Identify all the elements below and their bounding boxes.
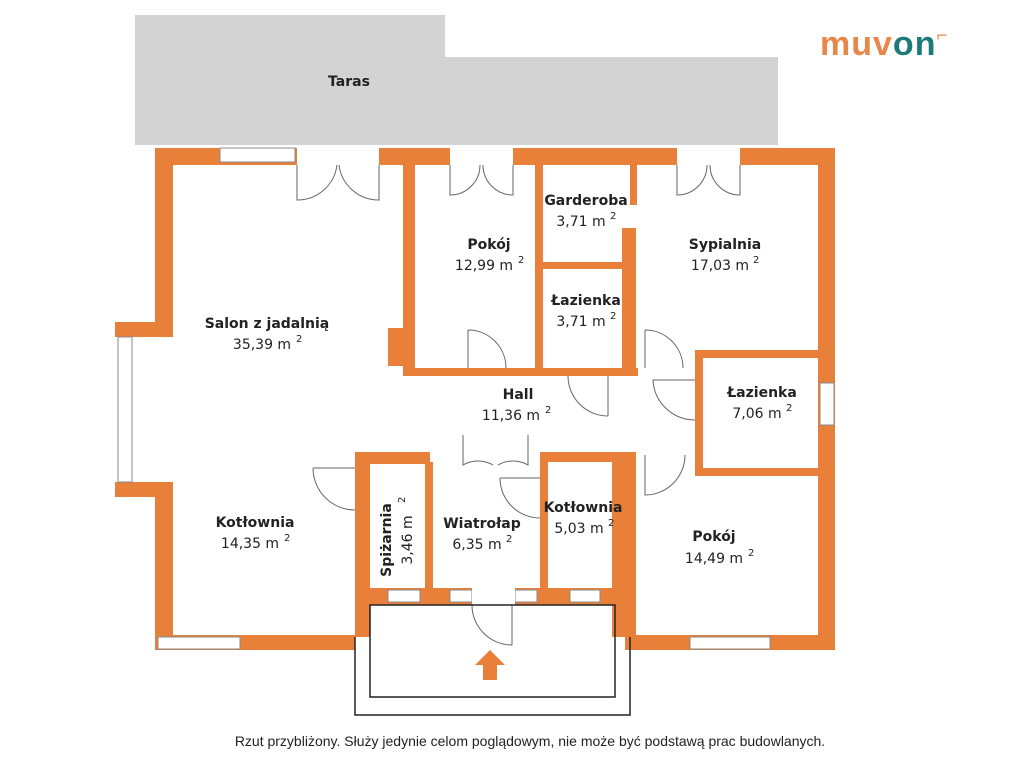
terrace [135, 15, 778, 145]
room-area: 5,03 m [554, 521, 603, 537]
doors [296, 164, 741, 646]
svg-text:2: 2 [545, 405, 551, 416]
room-area: 3,71 m [556, 314, 605, 330]
room-name: Pokój [467, 237, 510, 253]
room-area: 17,03 m [691, 258, 749, 274]
room-area: 7,06 m [732, 406, 781, 422]
room-area: 35,39 m [233, 337, 291, 353]
room-name: Spiżarnia [379, 503, 395, 577]
entrance-arrow-icon [475, 650, 505, 680]
room-name: Taras [328, 74, 370, 90]
room-name: Łazienka [550, 293, 621, 309]
svg-text:2: 2 [397, 497, 408, 503]
room-name: Hall [503, 387, 534, 403]
room-name: Łazienka [726, 385, 797, 401]
svg-text:2: 2 [753, 255, 759, 266]
room-name: Wiatrołap [443, 516, 521, 532]
svg-text:2: 2 [518, 255, 524, 266]
room-name: Kotłownia [544, 500, 623, 516]
muvon-logo: muvon⌐ [820, 25, 948, 63]
room-name: Pokój [692, 529, 735, 545]
room-area: 3,46 m [400, 515, 416, 564]
disclaimer: Rzut przybliżony. Służy jedynie celom po… [234, 733, 826, 749]
svg-text:2: 2 [786, 403, 792, 414]
svg-text:2: 2 [610, 311, 616, 322]
room-area: 3,71 m [556, 214, 605, 230]
svg-text:2: 2 [608, 518, 614, 529]
svg-text:2: 2 [748, 548, 754, 559]
room-name: Kotłownia [216, 515, 295, 531]
porch [354, 604, 631, 716]
svg-text:2: 2 [610, 211, 616, 222]
room-area: 11,36 m [482, 408, 540, 424]
svg-text:2: 2 [506, 534, 512, 545]
room-area: 6,35 m [452, 537, 501, 553]
room-name: Sypialnia [689, 237, 762, 253]
svg-text:2: 2 [296, 334, 302, 345]
windows [117, 147, 835, 650]
room-area: 14,49 m [685, 551, 743, 567]
room-name: Salon z jadalnią [205, 316, 330, 332]
room-name: Garderoba [544, 193, 627, 209]
room-area: 12,99 m [455, 258, 513, 274]
room-area: 14,35 m [221, 536, 279, 552]
svg-text:2: 2 [284, 533, 290, 544]
